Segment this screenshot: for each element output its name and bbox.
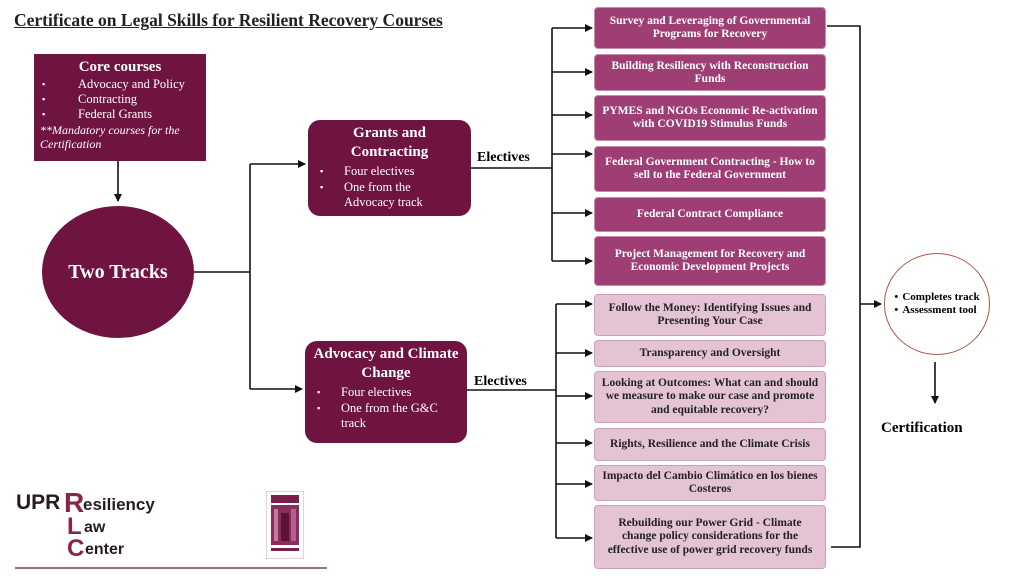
elective-course: Transparency and Oversight: [594, 340, 826, 367]
logo-word-center: enter: [85, 541, 125, 558]
core-courses-heading: Core courses: [78, 59, 162, 75]
elective-course: Rebuilding our Power Grid - Climate chan…: [594, 505, 826, 569]
elective-course: Rights, Resilience and the Climate Crisi…: [594, 428, 826, 461]
law-school-emblem: [266, 491, 304, 559]
certification-label: Certification: [881, 420, 963, 436]
track-heading: Advocacy and Climate Change: [313, 346, 459, 381]
track-requirement: Four electives: [316, 164, 463, 180]
elective-course: PYMES and NGOs Economic Re-activation wi…: [594, 95, 826, 141]
logo-divider: [15, 567, 327, 569]
elective-course: Project Management for Recovery and Econ…: [594, 236, 826, 286]
core-course-item: Advocacy and Policy: [40, 77, 200, 92]
core-course-item: Contracting: [40, 92, 200, 107]
track-requirement: One from the Advocacy track: [316, 180, 463, 211]
page-title: Certificate on Legal Skills for Resilien…: [14, 10, 443, 30]
advocacy-climate-track: Advocacy and Climate Change Four electiv…: [305, 341, 467, 443]
certification-requirements-circle: Completes track Assessment tool: [884, 253, 990, 355]
elective-course: Survey and Leveraging of Governmental Pr…: [594, 7, 826, 49]
elective-course: Federal Government Contracting - How to …: [594, 146, 826, 192]
elective-course: Follow the Money: Identifying Issues and…: [594, 294, 826, 336]
two-tracks-circle: Two Tracks: [42, 206, 194, 338]
core-course-item: Federal Grants: [40, 107, 200, 122]
logo-letter-l: L: [67, 513, 82, 540]
certification-requirements: Completes track Assessment tool: [894, 291, 979, 317]
elective-course: Building Resiliency with Reconstruction …: [594, 54, 826, 91]
certification-requirement: Completes track: [894, 291, 979, 304]
logo-word-law: aw: [84, 519, 106, 536]
grants-contracting-track: Grants and Contracting Four electives On…: [308, 120, 471, 216]
electives-label-grants: Electives: [477, 150, 530, 165]
track-requirements: Four electives One from the Advocacy tra…: [316, 164, 463, 211]
electives-label-advocacy: Electives: [474, 374, 527, 389]
logo-letter-c: C: [67, 535, 85, 562]
logo-letter-r: R: [64, 487, 85, 518]
track-requirements: Four electives One from the G&C track: [313, 385, 459, 432]
track-requirement: Four electives: [313, 385, 459, 401]
track-requirement: One from the G&C track: [313, 401, 459, 432]
mandatory-note: **Mandatory courses for the Certificatio…: [40, 123, 180, 151]
core-courses-list: Advocacy and Policy Contracting Federal …: [40, 77, 200, 122]
upr-wordmark: UPR: [16, 491, 61, 514]
certification-requirement: Assessment tool: [894, 304, 979, 317]
core-courses-box: Core courses Advocacy and Policy Contrac…: [34, 54, 206, 161]
elective-course: Federal Contract Compliance: [594, 197, 826, 232]
upr-rlc-logo: UPR R esiliency L aw C enter: [16, 488, 196, 564]
logo-word-resiliency: esiliency: [83, 495, 155, 514]
elective-course: Impacto del Cambio Climático en los bien…: [594, 465, 826, 501]
track-heading: Grants and Contracting: [350, 125, 429, 160]
elective-course: Looking at Outcomes: What can and should…: [594, 371, 826, 423]
